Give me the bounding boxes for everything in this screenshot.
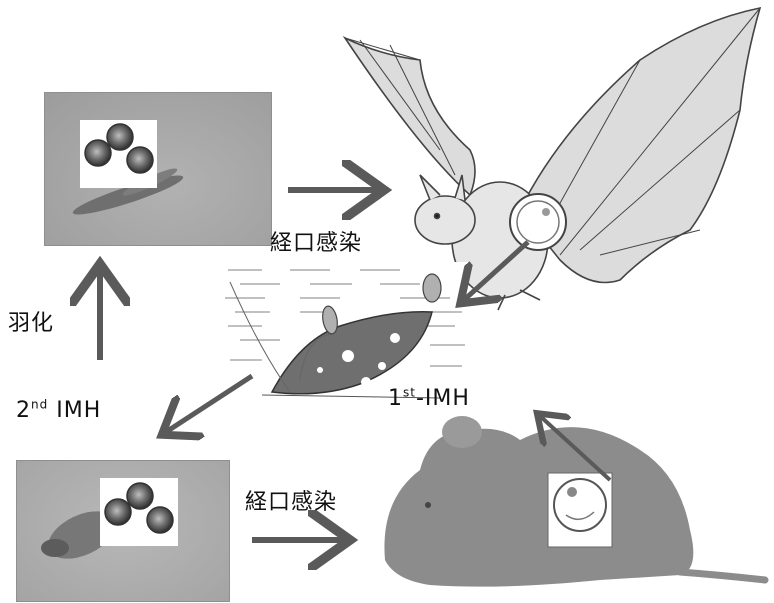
oral-infection-label-top: 経口感染 (270, 225, 362, 257)
egg-inset-top (80, 120, 157, 188)
egg-inset-bottom (100, 478, 178, 546)
egg-inset-bat (510, 194, 566, 250)
oral-infection-label-bottom: 経口感染 (245, 484, 337, 516)
second-imh-label: 2nd IMH (16, 398, 101, 423)
first-imh-label: 1st-IMH (388, 386, 470, 411)
emergence-label: 羽化 (8, 305, 54, 337)
egg-inset-mouse (548, 473, 612, 547)
